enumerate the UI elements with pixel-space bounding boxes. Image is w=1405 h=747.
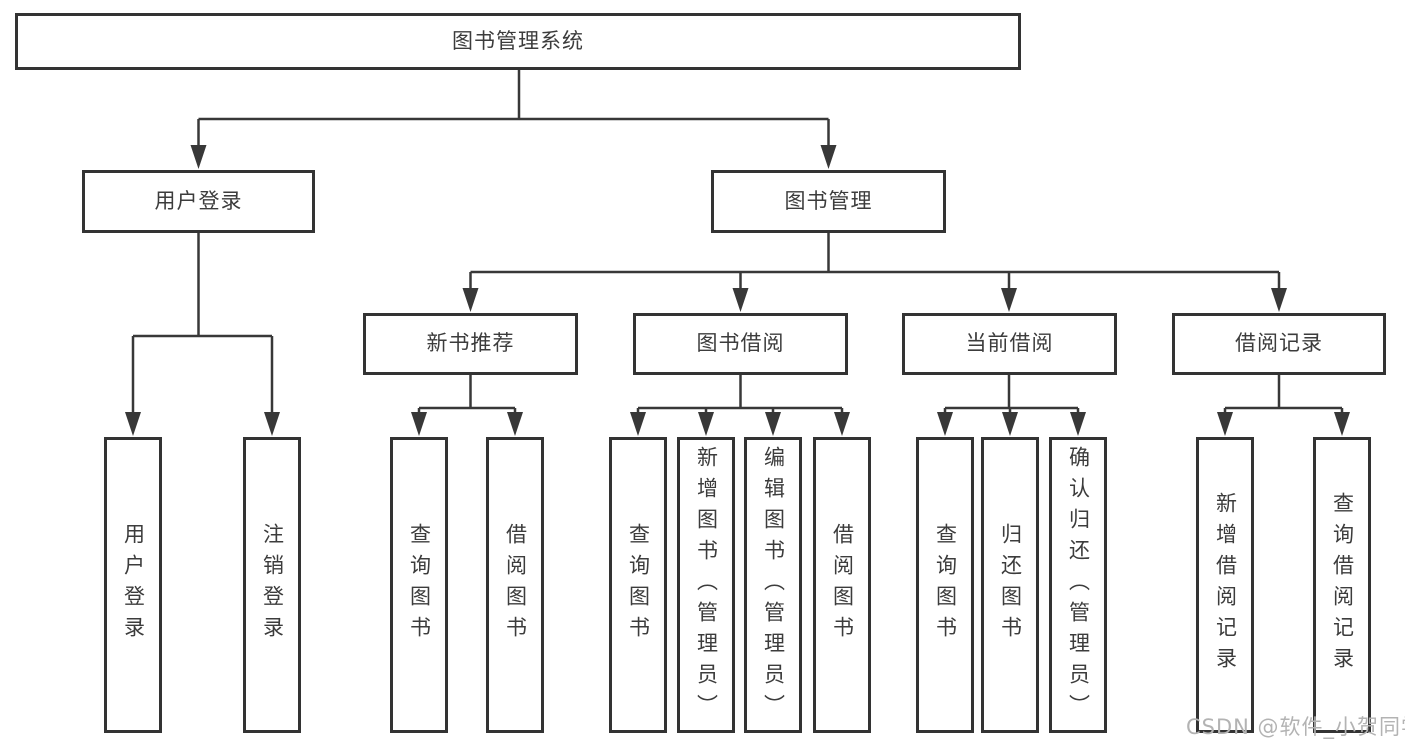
leaf-label: 用户登录 xyxy=(121,523,146,647)
leaf-query-books-newbook: 查询图书 xyxy=(390,437,448,733)
node-label: 图书管理 xyxy=(784,188,873,213)
leaf-label: 查询图书 xyxy=(626,523,651,647)
leaf-label: 确认归还（管理员） xyxy=(1066,445,1091,725)
node-label: 新书推荐 xyxy=(426,331,515,356)
node-label: 图书管理系统 xyxy=(452,28,584,53)
node-new-book-recommendation: 新书推荐 xyxy=(363,313,578,375)
leaf-query-books-borrowing: 查询图书 xyxy=(609,437,667,733)
leaf-label: 借阅图书 xyxy=(830,523,855,647)
node-label: 借阅记录 xyxy=(1235,331,1323,356)
node-label: 当前借阅 xyxy=(965,331,1054,356)
node-borrowing-records: 借阅记录 xyxy=(1172,313,1386,375)
leaf-query-borrow-record: 查询借阅记录 xyxy=(1313,437,1371,733)
csdn-watermark: CSDN @软件_小贺同学 xyxy=(1186,715,1405,739)
node-current-borrowing: 当前借阅 xyxy=(902,313,1117,375)
leaf-logout: 注销登录 xyxy=(243,437,301,733)
node-book-management-system: 图书管理系统 xyxy=(15,13,1021,70)
leaf-label: 新增借阅记录 xyxy=(1213,492,1238,678)
leaf-return-books: 归还图书 xyxy=(981,437,1039,733)
leaf-add-borrow-record: 新增借阅记录 xyxy=(1196,437,1254,733)
leaf-add-books-admin: 新增图书（管理员） xyxy=(677,437,735,733)
leaf-label: 查询图书 xyxy=(933,523,958,647)
leaf-label: 新增图书（管理员） xyxy=(694,445,719,725)
leaf-confirm-return-admin: 确认归还（管理员） xyxy=(1049,437,1107,733)
node-label: 用户登录 xyxy=(154,188,243,213)
node-label: 图书借阅 xyxy=(696,331,785,356)
leaf-query-books-current: 查询图书 xyxy=(916,437,974,733)
leaf-borrow-books-newbook: 借阅图书 xyxy=(486,437,544,733)
leaf-label: 查询图书 xyxy=(407,523,432,647)
leaf-borrow-books-borrowing: 借阅图书 xyxy=(813,437,871,733)
leaf-label: 编辑图书（管理员） xyxy=(761,445,786,725)
leaf-label: 归还图书 xyxy=(998,523,1023,647)
leaf-label: 注销登录 xyxy=(260,523,285,647)
node-book-management: 图书管理 xyxy=(711,170,946,233)
leaf-label: 借阅图书 xyxy=(503,523,528,647)
leaf-label: 查询借阅记录 xyxy=(1330,492,1355,678)
leaf-user-login: 用户登录 xyxy=(104,437,162,733)
node-user-login: 用户登录 xyxy=(82,170,315,233)
arrowheads xyxy=(125,145,1350,436)
leaf-edit-books-admin: 编辑图书（管理员） xyxy=(744,437,802,733)
node-book-borrowing: 图书借阅 xyxy=(633,313,848,375)
